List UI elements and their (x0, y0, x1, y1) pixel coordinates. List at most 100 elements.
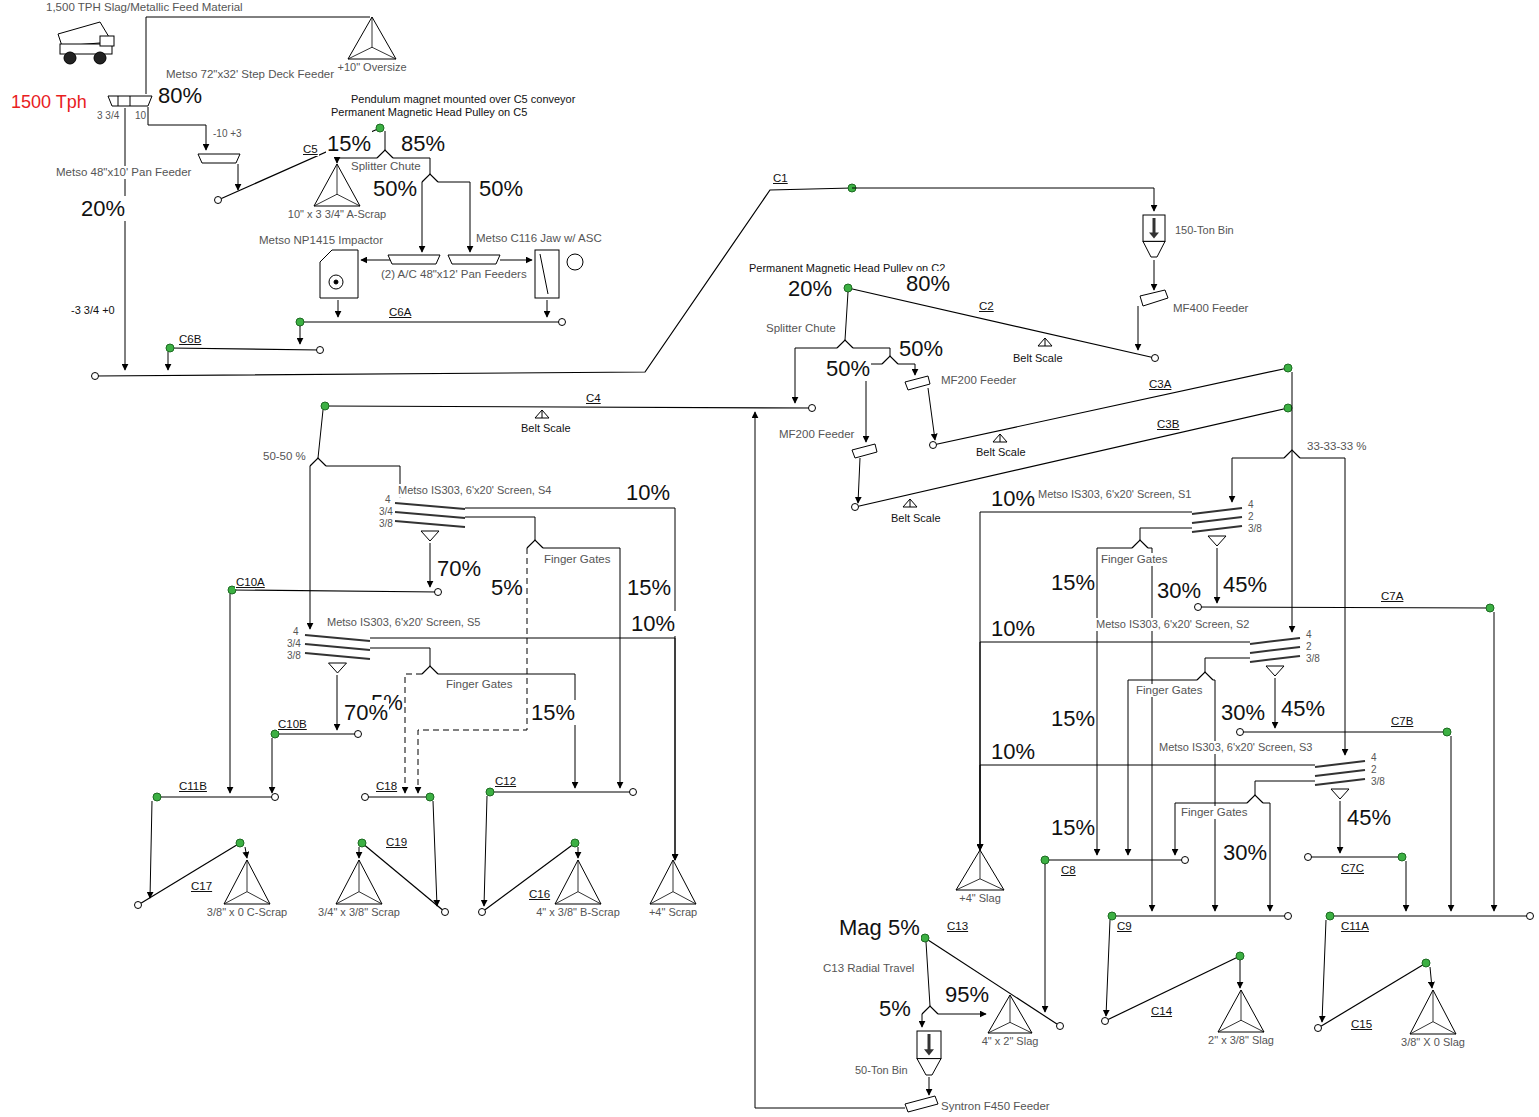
flow-line (547, 300, 548, 317)
split-percent: 15% (530, 700, 576, 725)
head-pulley (844, 284, 852, 292)
screen-deck (395, 512, 465, 518)
stockpile-outline (224, 860, 270, 904)
splitter-chute (922, 1006, 938, 1014)
bin-arrow (928, 1034, 931, 1051)
equipment-label: Syntron F450 Feeder (940, 1100, 1051, 1113)
tail-pulley (1195, 604, 1202, 611)
flow-line (1430, 967, 1432, 988)
deck-size: -10 +3 (212, 128, 243, 140)
conveyor-belt (1330, 915, 1530, 916)
split-percent: 70% (343, 700, 389, 725)
split-percent: 30% (1220, 700, 1266, 725)
conveyor-name: C11B (178, 780, 208, 793)
flow-line (858, 458, 860, 503)
flow-line (845, 292, 848, 340)
tail-pulley (809, 405, 816, 412)
tail-pulley (930, 442, 937, 449)
split-percent: 10% (625, 480, 671, 505)
stockpile-ridge (247, 892, 270, 904)
flow-line (338, 300, 339, 317)
stockpile: +4" Slag (956, 850, 1004, 890)
splitter-chute (1247, 795, 1263, 803)
head-pulley (1108, 912, 1116, 920)
flow-line (1451, 736, 1452, 911)
stockpile-ridge (1218, 1020, 1241, 1032)
equipment-label: 33-33-33 % (1306, 440, 1367, 453)
head-pulley (236, 839, 244, 847)
equipment-label: Metso C116 Jaw w/ ASC (475, 232, 603, 245)
deck-size: 3/8 (1370, 776, 1386, 788)
split-percent: 50% (372, 176, 418, 201)
equipment-label: Finger Gates (445, 678, 513, 691)
conveyor-name: C10B (277, 718, 308, 731)
deck-size: 4 (1370, 752, 1378, 764)
conveyor-belt (365, 796, 430, 797)
deck-size: 3/8 (1305, 653, 1321, 665)
feeder-symbol (852, 444, 877, 458)
stockpile-ridge (650, 892, 673, 904)
belt-scale (1038, 338, 1052, 346)
split-percent: 15% (326, 131, 372, 156)
split-percent: 15% (626, 575, 672, 600)
flow-line (337, 675, 338, 730)
stockpile-ridge (359, 860, 360, 892)
stockpile-ridge (337, 164, 338, 194)
vibrating-screen: Metso IS303, 6'x20' Screen, S5 (305, 632, 370, 674)
head-pulley (1041, 856, 1049, 864)
split-percent: 45% (1346, 805, 1392, 830)
vibrating-screen-symbol (1250, 635, 1300, 677)
conveyor-belt (95, 188, 852, 376)
vibrating-screen-symbol (1315, 758, 1365, 800)
stockpile-outline (650, 860, 696, 904)
flow-line (422, 182, 423, 252)
flow-line (1240, 960, 1241, 988)
deck-size: 3/8 (286, 650, 302, 662)
screen-deck (305, 644, 370, 650)
splitter-chute (882, 356, 898, 364)
deck-size: 4 (1305, 629, 1313, 641)
conveyor-name: C5 (302, 143, 319, 156)
bin-hopper (1143, 241, 1165, 257)
split-percent: 50% (825, 356, 871, 381)
flow-line (238, 164, 239, 190)
equipment-label: 4" x 2" Slag (981, 1035, 1040, 1048)
head-pulley (153, 793, 161, 801)
flow-line (300, 326, 301, 344)
stockpile-symbol (956, 850, 1004, 890)
stockpile: +4" Scrap (650, 860, 696, 904)
tail-pulley (479, 909, 486, 916)
tail-pulley (355, 731, 362, 738)
screen-deck (1192, 526, 1242, 532)
surge-bin: 50-Ton Bin (916, 1030, 942, 1076)
head-pulley (166, 344, 174, 352)
stockpile-ridge (1433, 990, 1434, 1022)
stockpile-ridge (337, 194, 360, 206)
stockpile-ridge (988, 1022, 1010, 1033)
split-percent: 15% (1050, 706, 1096, 731)
head-pulley (1443, 728, 1451, 736)
tail-pulley (442, 909, 449, 916)
equipment-label: MF200 Feeder (778, 428, 855, 441)
crusher-symbol (567, 254, 583, 270)
tail-pulley (1057, 1023, 1064, 1030)
flow-line (928, 388, 935, 440)
equipment-label: Splitter Chute (350, 160, 422, 173)
haul-truck (94, 52, 106, 64)
deck-size: 2 (1370, 764, 1378, 776)
deck-size: 4 (1247, 499, 1255, 511)
flow-line (418, 548, 527, 793)
split-percent: 5% (878, 996, 912, 1021)
stockpile-symbol (650, 860, 696, 904)
tail-pulley (135, 902, 142, 909)
flow-line (1275, 678, 1276, 728)
equipment-label: Finger Gates (1180, 806, 1248, 819)
head-pulley (1326, 912, 1334, 920)
equipment-label: 1,500 TPH Slag/Metallic Feed Material (45, 1, 244, 14)
stockpile: 4" x 2" Slag (988, 995, 1032, 1033)
note-label: Belt Scale (975, 446, 1027, 459)
conveyor-name: C14 (1150, 1005, 1173, 1018)
equipment-label: 10" x 3 3/4" A-Scrap (287, 208, 387, 221)
feeder-symbol (108, 96, 1168, 1112)
